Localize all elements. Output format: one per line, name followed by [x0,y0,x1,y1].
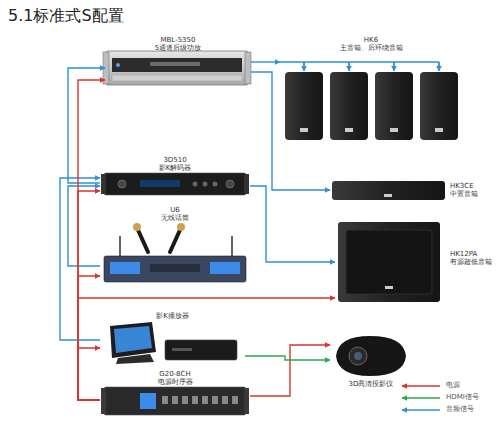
power-line [250,345,330,396]
speaker-group-box: HK6主音箱、后环绕音箱 [280,36,462,148]
main-speakers [280,62,458,140]
amplifier [103,51,251,85]
subwoofer-box: HK12PA有源超低音箱 [335,220,495,305]
legend-text: 音频信号 [446,405,474,413]
power-line [78,191,100,400]
device-name: 无线话筒 [100,214,250,222]
device-model: MBL-5350 [105,36,251,44]
power-sequencer [101,387,249,415]
player-box: 影K播放器 [100,312,245,365]
legend-samples [402,386,440,410]
amplifier-box: MBL-53505通道后级功放 [105,36,251,88]
device-model: U6 [100,206,250,214]
device-model: HK12PA [450,250,495,258]
device-name: 影K解码器 [100,164,250,172]
device-name: 中置音箱 [450,190,495,198]
device-name: 有源超低音箱 [450,258,495,266]
centre-speaker-box: HK3CE中置音箱 [330,178,495,203]
power-line [78,80,105,400]
device-model: 影K播放器 [100,312,245,320]
device-model: 3D510 [100,156,250,164]
device-model: 3D高清投影仪 [330,380,412,388]
power-line [78,348,100,400]
subwoofer [338,222,440,302]
audio-line [60,178,100,340]
sequencer-box: G20-8CH电源时序器 [100,368,250,418]
decoder-box: 3D510影K解码器 [100,154,250,198]
audio-line [251,61,280,62]
karaoke-player [110,322,237,364]
device-name: 主音箱、后环绕音箱 [280,44,462,52]
device-name: 电源时序器 [100,378,250,386]
projector [336,336,406,376]
device-model: HK3CE [450,182,495,190]
power-line [78,298,335,400]
karaoke-decoder [101,173,249,195]
audio-line [250,186,335,262]
diagram-title: 5.1标准式S配置 [8,6,124,26]
device-name: 5通道后级功放 [105,44,251,52]
hdmi-line [245,356,330,360]
device-model: G20-8CH [100,370,250,378]
power-line [78,276,100,400]
device-model: HK6 [280,36,462,44]
audio-line [251,72,330,190]
microphone-box: U6无线话筒 [100,204,250,285]
projector-box: 3D高清投影仪 [330,330,412,392]
legend-text: HDMI信号 [446,393,479,401]
centre-speaker [332,181,445,200]
audio-line [68,68,105,183]
wireless-microphone [104,223,246,282]
legend-text: 电源 [446,381,460,389]
audio-line [68,186,100,266]
